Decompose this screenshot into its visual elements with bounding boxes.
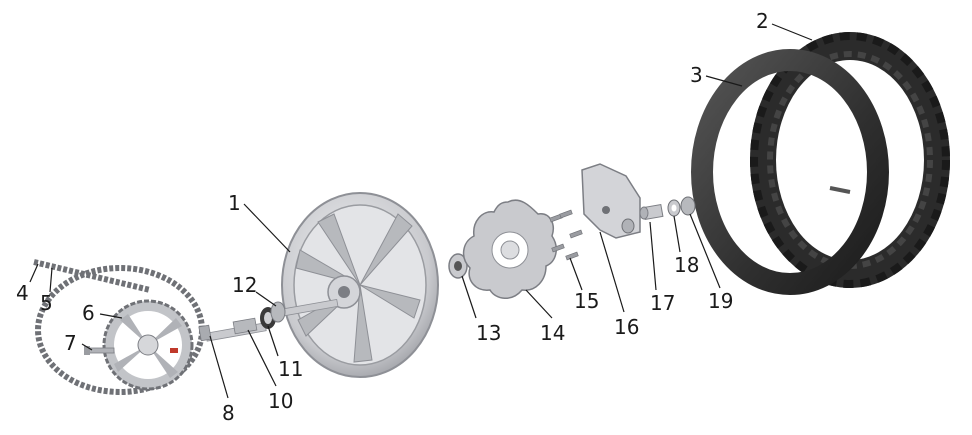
disc-bolt xyxy=(549,209,583,261)
leader-lines xyxy=(29,23,813,399)
callout-2: 2 xyxy=(756,9,769,33)
callout-labels: 1 2 3 4 5 6 7 8 10 11 12 13 14 15 16 17 … xyxy=(16,9,769,425)
callout-4: 4 xyxy=(16,281,29,305)
callout-13: 13 xyxy=(476,321,501,345)
callout-16: 16 xyxy=(614,315,639,339)
brake-side-spacer xyxy=(639,203,664,221)
inner-tube xyxy=(691,49,889,295)
sprocket-bolt xyxy=(84,346,115,355)
callout-15: 15 xyxy=(574,289,599,313)
callout-1: 1 xyxy=(228,191,241,215)
wheel-rim xyxy=(281,192,439,378)
callout-12: 12 xyxy=(232,273,257,297)
callout-8: 8 xyxy=(222,401,235,425)
callout-10: 10 xyxy=(268,389,293,413)
brake-disc xyxy=(462,199,558,299)
tire xyxy=(750,32,950,288)
callout-3: 3 xyxy=(690,63,703,87)
axle-spacer xyxy=(232,317,258,335)
callout-19: 19 xyxy=(708,289,733,313)
callout-6: 6 xyxy=(82,301,95,325)
hub-bearing xyxy=(448,253,468,279)
washer xyxy=(667,199,681,217)
callout-5: 5 xyxy=(40,291,53,315)
callout-18: 18 xyxy=(674,253,699,277)
callout-17: 17 xyxy=(650,291,675,315)
callout-11: 11 xyxy=(278,357,303,381)
wheel-bearing xyxy=(270,301,286,323)
rear-sprocket xyxy=(102,299,194,391)
caliper-bracket xyxy=(581,163,641,239)
axle-nut xyxy=(680,196,696,216)
callout-14: 14 xyxy=(540,321,565,345)
callout-7: 7 xyxy=(64,331,77,355)
